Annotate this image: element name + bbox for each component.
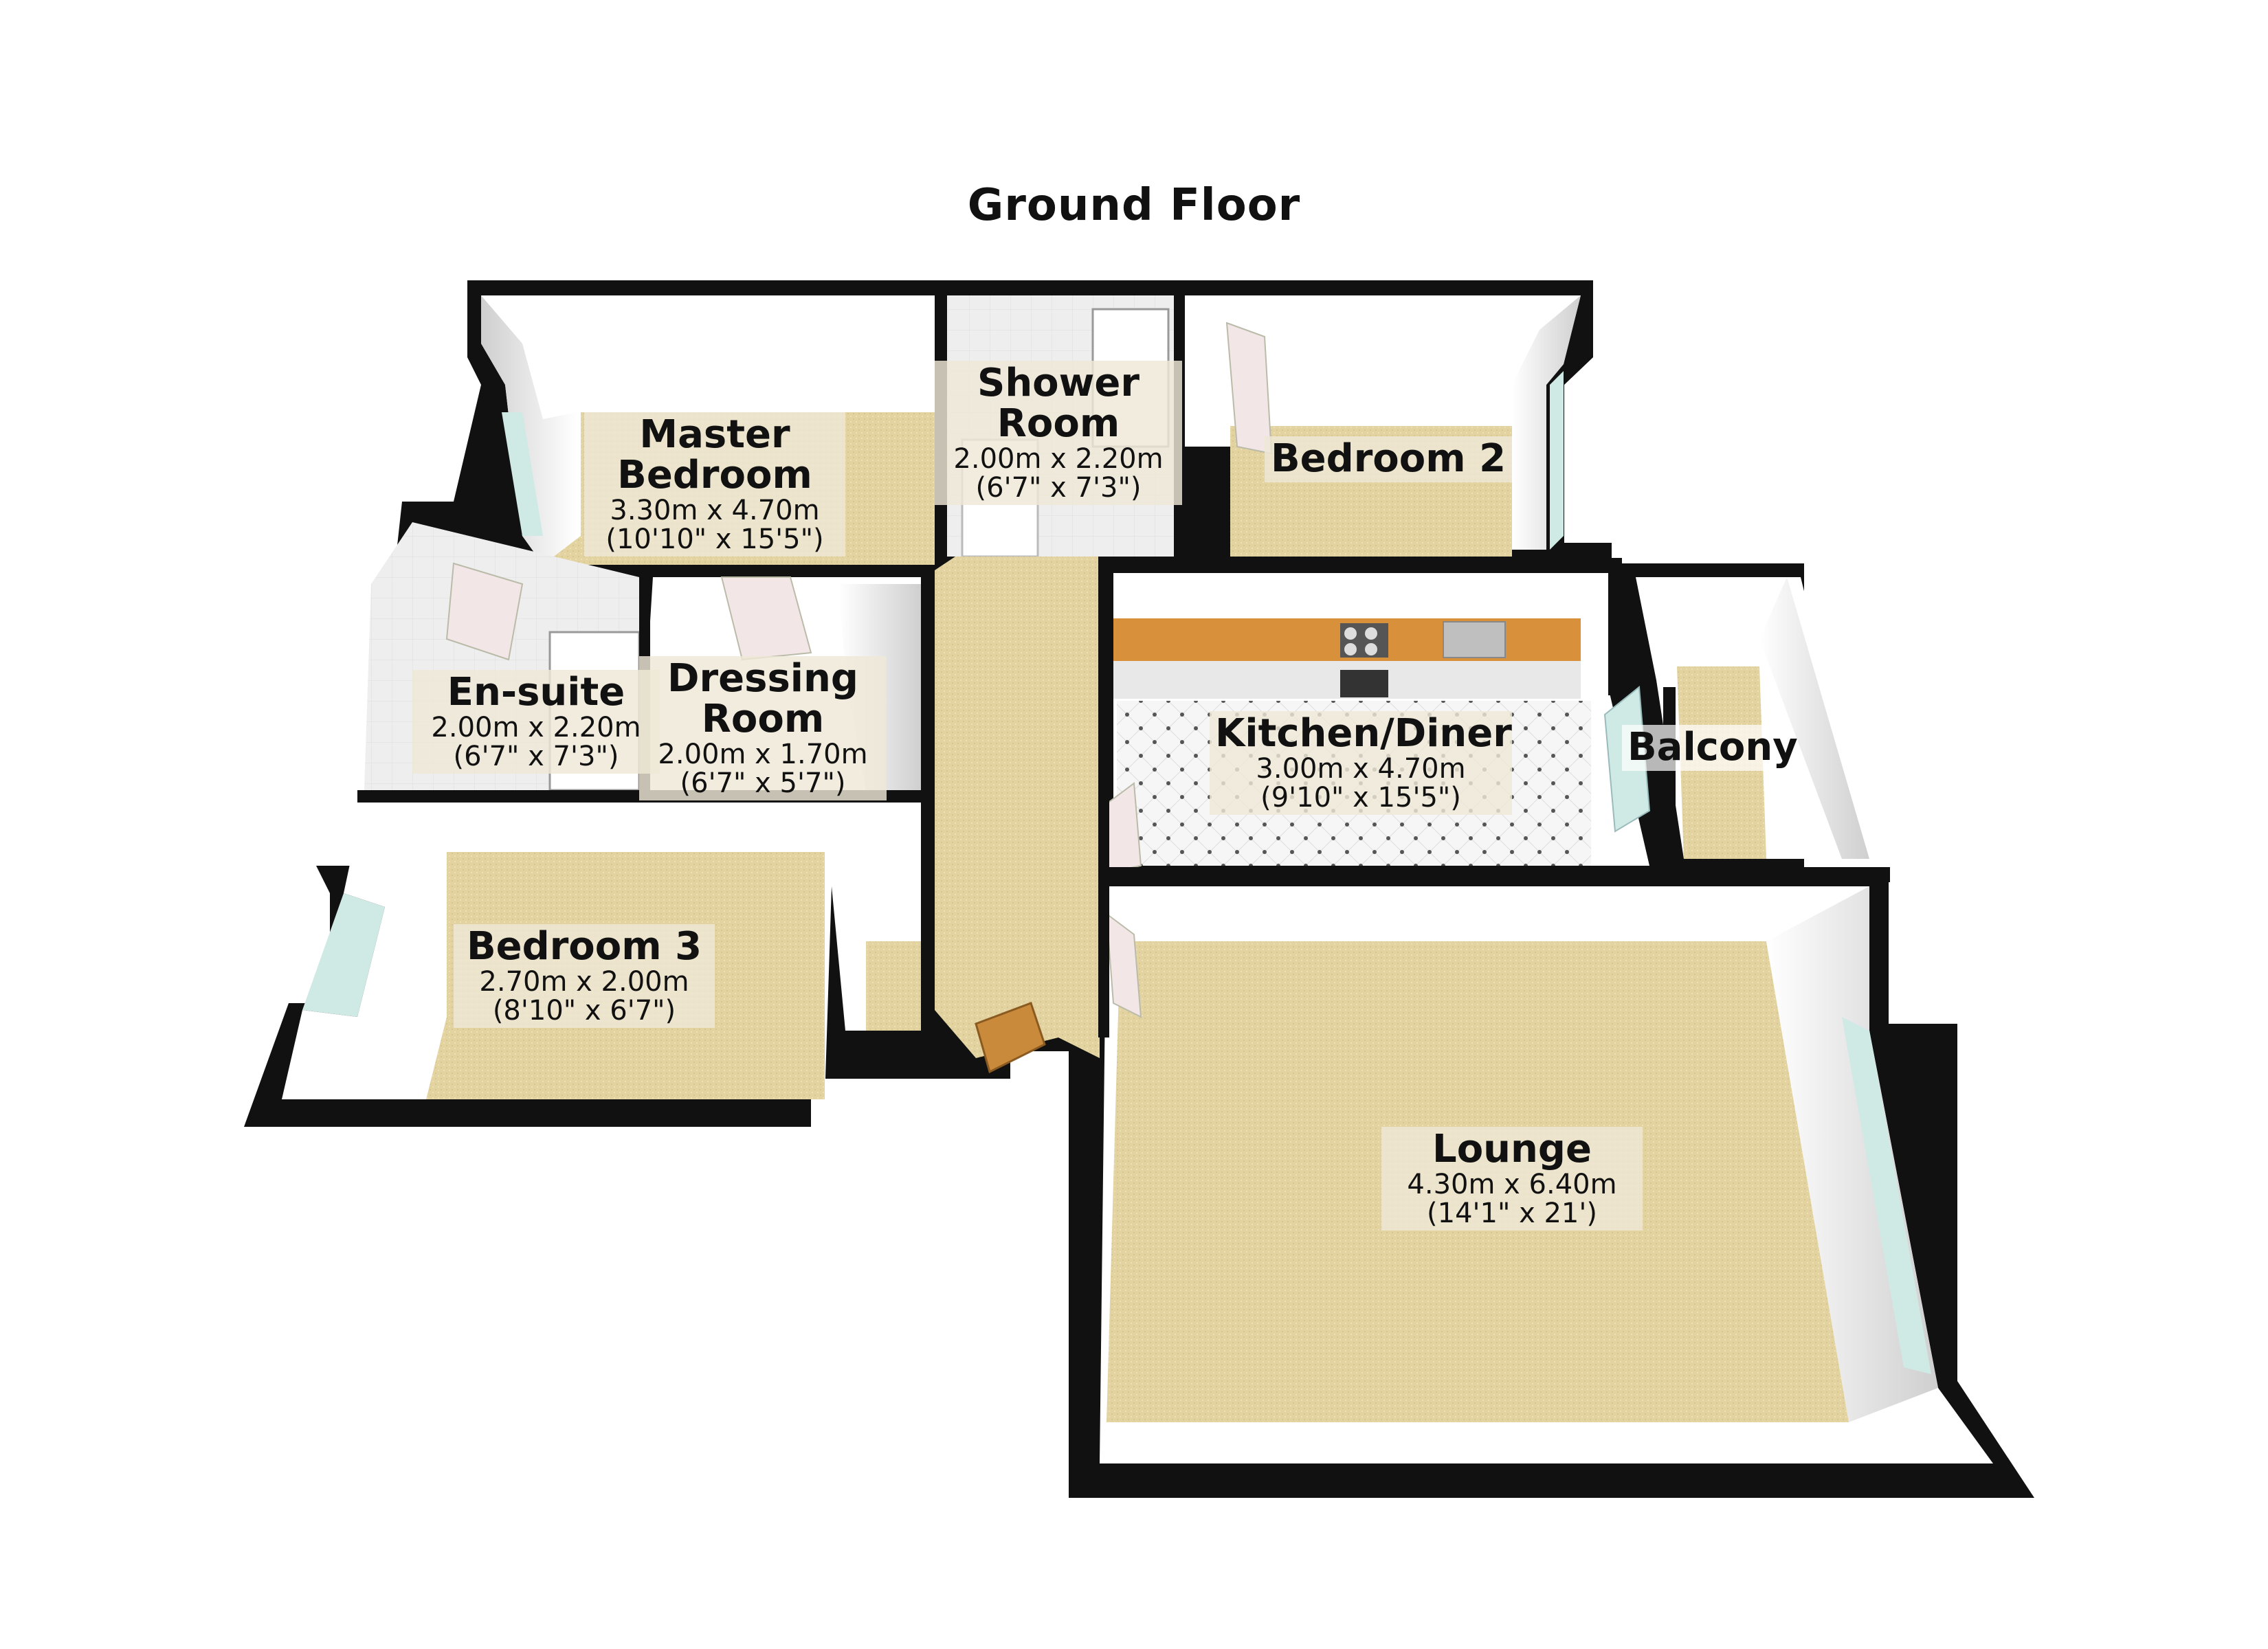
door-icon	[1105, 912, 1142, 1018]
room-name: Room	[997, 401, 1120, 446]
window-icon	[1842, 1017, 1931, 1374]
room-label-master-bedroom: Master Bedroom 3.30m x 4.70m (10'10" x 1…	[584, 412, 845, 557]
sink-icon	[1443, 621, 1506, 658]
room-label-en-suite: En-suite 2.00m x 2.20m (6'7" x 7'3")	[412, 670, 660, 774]
internal-walls	[357, 294, 1890, 1037]
room-label-balcony: Balcony	[1622, 725, 1798, 771]
front-door-icon	[975, 1002, 1046, 1074]
room-name: Master	[639, 412, 790, 457]
room-label-shower-room: Shower Room 2.00m x 2.20m (6'7" x 7'3")	[935, 361, 1182, 505]
room-dimensions-metric: 4.30m x 6.40m	[1407, 1168, 1617, 1200]
room-label-kitchen-diner: Kitchen/Diner 3.00m x 4.70m (9'10" x 15'…	[1210, 711, 1512, 815]
room-name: Shower	[977, 361, 1139, 405]
room-dimensions-metric: 2.00m x 2.20m	[953, 442, 1164, 475]
room-dimensions-imperial: (6'7" x 7'3")	[975, 471, 1142, 504]
window-icon	[1550, 371, 1564, 550]
room-name: Kitchen/Diner	[1215, 711, 1512, 756]
door-icon	[445, 562, 524, 661]
room-dimensions-imperial: (6'7" x 7'3")	[453, 740, 619, 772]
door-icon	[720, 576, 812, 661]
room-dimensions-imperial: (10'10" x 15'5")	[605, 523, 824, 555]
window-icon	[302, 893, 385, 1017]
room-name: En-suite	[447, 670, 625, 715]
room-dimensions-metric: 3.00m x 4.70m	[1256, 752, 1466, 785]
room-name: Bedroom 3	[466, 924, 702, 969]
room-name: Bedroom 2	[1270, 436, 1507, 481]
room-dimensions-imperial: (14'1" x 21')	[1427, 1197, 1597, 1229]
bedroom-2-area	[1182, 295, 1581, 557]
room-dimensions-metric: 2.00m x 1.70m	[658, 738, 868, 770]
room-name: Room	[701, 696, 825, 741]
room-dimensions-metric: 2.70m x 2.00m	[479, 965, 689, 998]
room-dimensions-imperial: (9'10" x 15'5")	[1260, 781, 1461, 814]
hallway-area	[935, 557, 1100, 1074]
room-dimensions-metric: 2.00m x 2.20m	[431, 711, 641, 743]
window-icon	[502, 412, 543, 536]
floor-title: Ground Floor	[967, 180, 1301, 231]
room-name: Bedroom	[617, 452, 812, 497]
room-label-lounge: Lounge 4.30m x 6.40m (14'1" x 21')	[1381, 1127, 1643, 1231]
room-dimensions-metric: 3.30m x 4.70m	[610, 494, 820, 526]
room-dimensions-imperial: (8'10" x 6'7")	[492, 994, 676, 1027]
room-name: Balcony	[1627, 725, 1798, 770]
room-dimensions-imperial: (6'7" x 5'7")	[680, 767, 846, 799]
room-label-bedroom-2: Bedroom 2	[1265, 436, 1512, 482]
room-label-bedroom-3: Bedroom 3 2.70m x 2.00m (8'10" x 6'7")	[454, 924, 715, 1028]
room-label-dressing-room: Dressing Room 2.00m x 1.70m (6'7" x 5'7"…	[639, 656, 887, 800]
room-name: Lounge	[1432, 1127, 1592, 1171]
room-name: Dressing	[667, 656, 858, 701]
oven-icon	[1340, 670, 1388, 697]
